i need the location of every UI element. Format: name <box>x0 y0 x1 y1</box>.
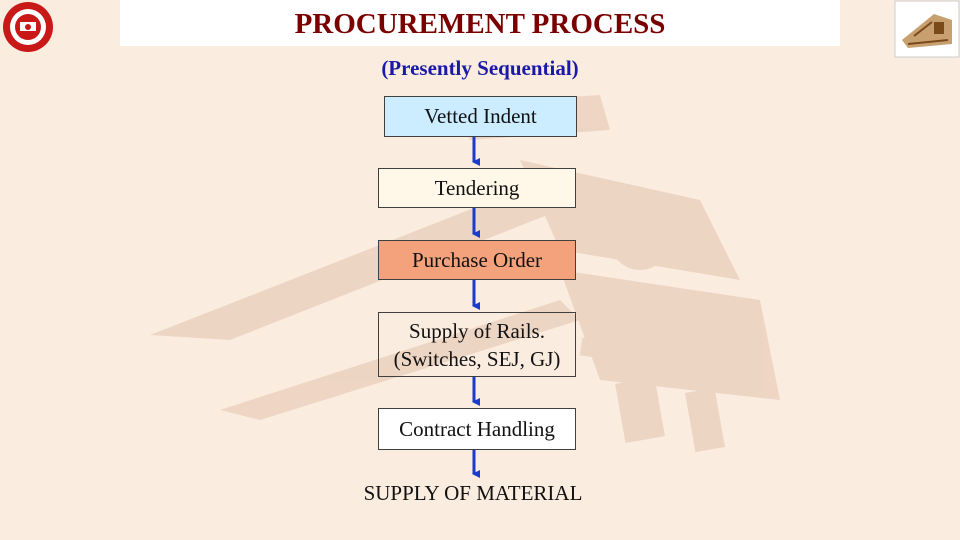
step-purchase-order: Purchase Order <box>378 240 576 280</box>
step-contract-handling: Contract Handling <box>378 408 576 450</box>
step-vetted-indent: Vetted Indent <box>384 96 577 137</box>
step-supply-line2: (Switches, SEJ, GJ) <box>393 346 561 371</box>
page-subtitle: (Presently Sequential) <box>381 56 579 80</box>
step-supply-of-rails: Supply of Rails. (Switches, SEJ, GJ) <box>378 312 576 377</box>
step-supply-line1: Supply of Rails. <box>409 318 545 343</box>
indian-railways-emblem-icon <box>3 2 53 52</box>
final-step-label: SUPPLY OF MATERIAL <box>363 481 583 505</box>
step-tendering: Tendering <box>378 168 576 208</box>
page-title: PROCUREMENT PROCESS <box>294 8 666 40</box>
title-bar <box>120 0 840 46</box>
rdso-locomotive-icon <box>894 0 960 58</box>
